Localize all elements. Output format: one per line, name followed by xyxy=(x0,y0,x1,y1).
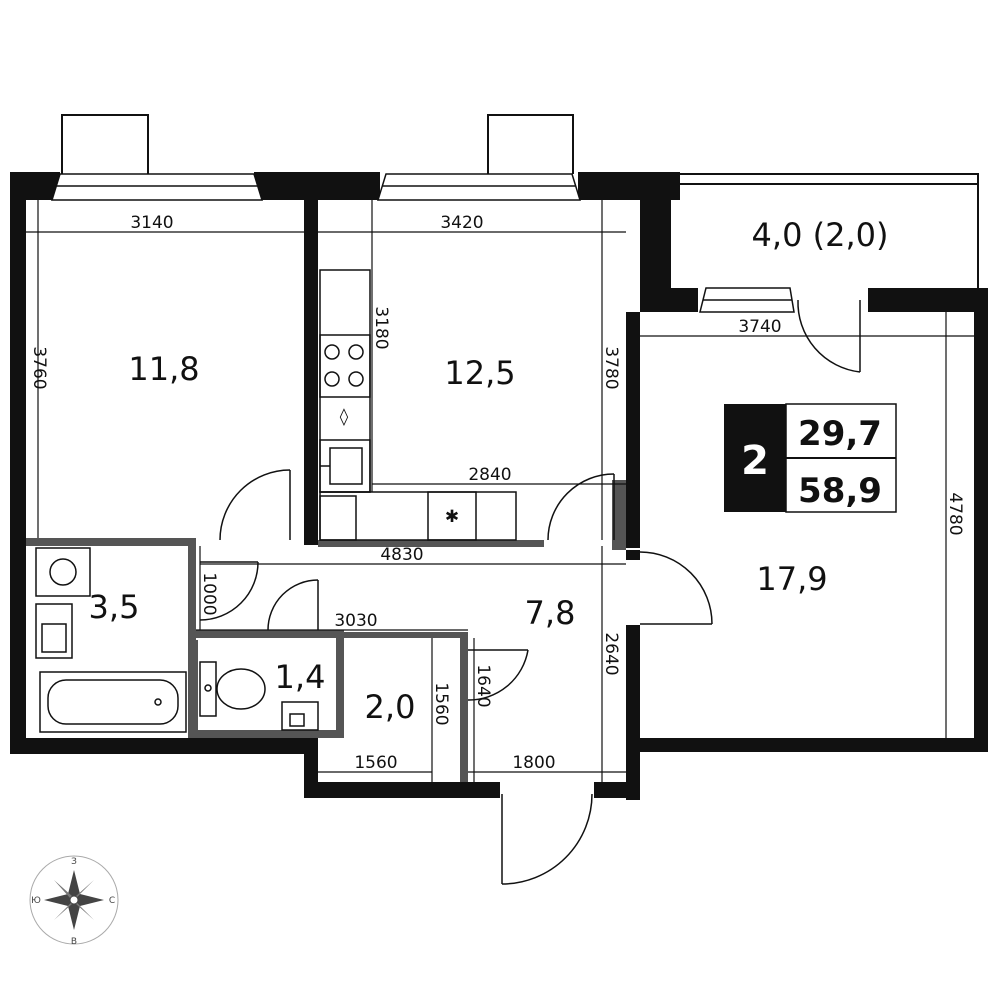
extractor-icon: ✱ xyxy=(445,507,459,527)
outer-walls xyxy=(10,172,988,800)
summary-badge: 2 29,7 58,9 xyxy=(724,403,897,513)
doors xyxy=(199,299,861,885)
dim-living-length: 4780 xyxy=(945,492,965,535)
dimension-lines xyxy=(26,200,974,782)
dim-bedroom-width: 3140 xyxy=(130,213,173,233)
compass-south-label: В xyxy=(71,937,77,947)
kitchen-counter xyxy=(319,269,517,541)
dim-hallway-length: 4830 xyxy=(380,545,423,565)
bedroom-area: 11,8 xyxy=(128,350,199,388)
living-room-area: 17,9 xyxy=(756,560,827,598)
dim-kitchen-width: 3420 xyxy=(440,213,483,233)
dim-kitchen-length: 3780 xyxy=(601,346,621,389)
dim-hallway-step: 1000 xyxy=(199,572,219,615)
windows xyxy=(50,173,795,313)
bathroom-fixtures xyxy=(35,547,319,733)
hallway-area: 7,8 xyxy=(525,594,576,632)
compass-north-label: З xyxy=(71,857,77,867)
dim-storage-length: 1560 xyxy=(431,682,451,725)
bathroom-area: 3,5 xyxy=(89,588,140,626)
dim-bedroom-length: 3760 xyxy=(29,346,49,389)
rooms-count: 2 xyxy=(741,438,769,484)
compass-icon: З В Ю С xyxy=(29,855,119,947)
compass-west-label: Ю xyxy=(31,896,41,906)
living-area-total: 29,7 xyxy=(798,414,882,454)
compass-east-label: С xyxy=(109,896,115,906)
dim-entrance-width: 1800 xyxy=(512,753,555,773)
total-area: 58,9 xyxy=(798,471,882,511)
toilet-area: 1,4 xyxy=(275,658,326,696)
dim-living-width: 3740 xyxy=(738,317,781,337)
dim-storage-door: 1640 xyxy=(473,664,493,707)
storage-area: 2,0 xyxy=(365,688,416,726)
dim-hallway-inner: 3030 xyxy=(334,611,377,631)
kitchen-area: 12,5 xyxy=(444,354,515,392)
dim-storage-width: 1560 xyxy=(354,753,397,773)
kitchen-tap-icon: ◊ xyxy=(340,407,349,427)
window-sill-mid xyxy=(487,114,574,174)
window-sill-left xyxy=(61,114,149,174)
dim-kitchen-inner: 3180 xyxy=(371,306,391,349)
dim-counter-width: 2840 xyxy=(468,465,511,485)
balcony-area: 4,0 (2,0) xyxy=(752,216,889,254)
dim-entrance-length: 2640 xyxy=(601,632,621,675)
interior-walls xyxy=(26,200,626,782)
